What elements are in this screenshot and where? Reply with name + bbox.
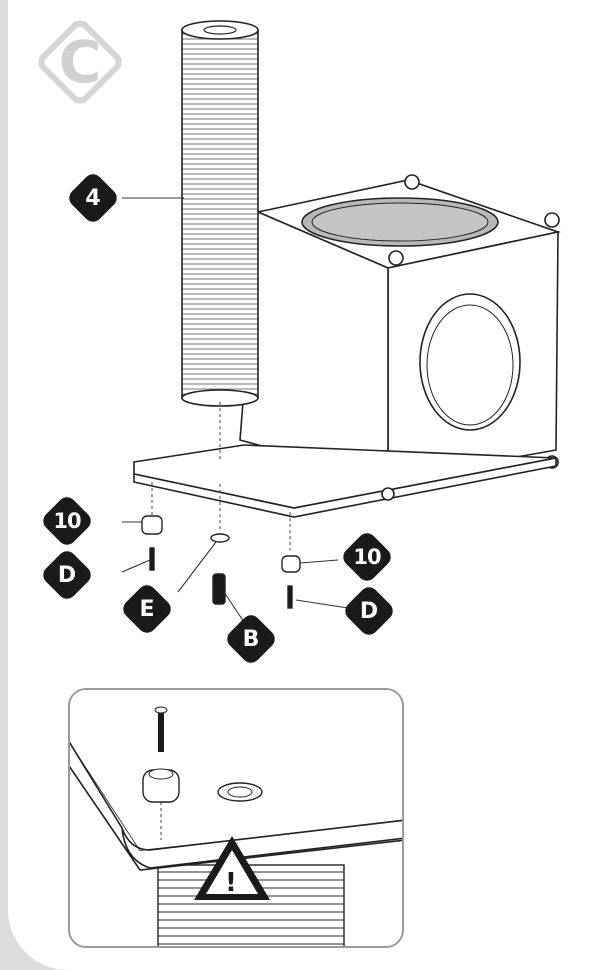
warning-triangle-icon [194, 836, 270, 900]
cube-house [239, 174, 561, 482]
assembly-diagram [121, 20, 561, 623]
scratching-post [181, 20, 259, 407]
part-label-10-right: 10 [339, 529, 395, 585]
base-plate [133, 444, 557, 518]
part-label-4: 4 [65, 170, 121, 226]
part-label-b: B [223, 611, 279, 667]
step-letter: C [58, 28, 102, 96]
part-label-10-left: 10 [39, 493, 95, 549]
detail-inset: ! [68, 688, 404, 948]
part-label-e: E [119, 581, 175, 637]
part-label-d-right: D [341, 583, 397, 639]
step-badge: C [32, 14, 128, 110]
instruction-page: C [8, 0, 606, 970]
hardware [141, 515, 301, 609]
warning-symbol: ! [225, 868, 237, 898]
part-label-d-left: D [39, 547, 95, 603]
